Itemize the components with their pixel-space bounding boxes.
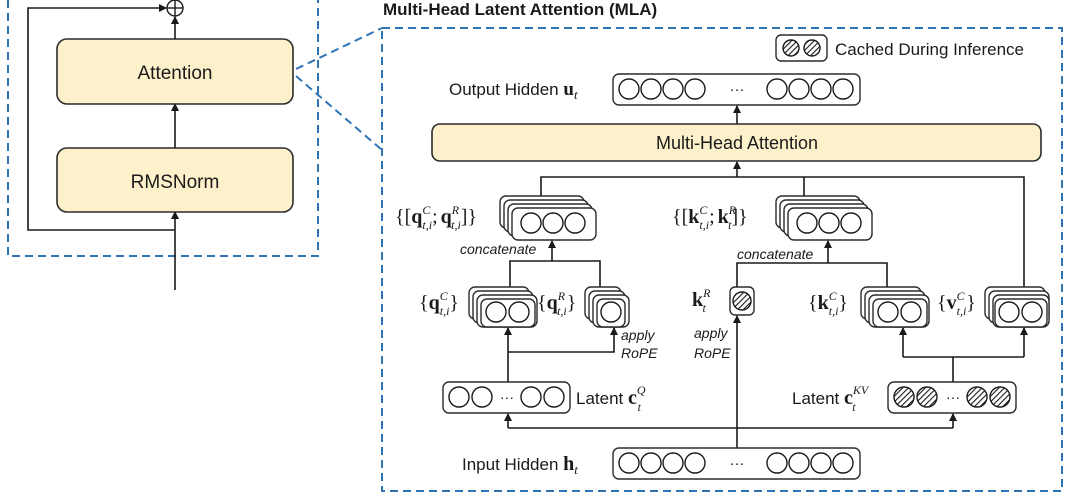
query-wiring: [504, 327, 618, 382]
latent-kv-vector: ···: [887, 381, 1017, 414]
query-compressed-stack: [468, 286, 538, 328]
latent-query-ellipsis: ···: [500, 389, 514, 405]
left-transformer-block: RMSNorm Attention: [7, 0, 319, 290]
rmsnorm-label: RMSNorm: [131, 172, 220, 193]
input-hidden-label: Input Hidden ht: [462, 453, 578, 477]
key-rope-box: [729, 286, 755, 316]
input-ellipsis: ···: [730, 455, 745, 472]
key-rope-text: RoPE: [694, 345, 731, 361]
query-rope-text: RoPE: [621, 345, 658, 361]
key-concat-stack: [775, 195, 873, 241]
concat-join-lines: [509, 240, 888, 290]
key-apply-label: apply: [694, 325, 728, 341]
output-ellipsis: ···: [730, 81, 745, 98]
value-compressed-stack: [984, 286, 1050, 328]
key-concatenate-label: concatenate: [737, 246, 813, 262]
mha-label: Multi-Head Attention: [656, 133, 818, 153]
zoom-connector-bottom: [295, 75, 383, 151]
legend-label: Cached During Inference: [835, 40, 1024, 59]
query-apply-label: apply: [621, 327, 655, 343]
residual-connection: [27, 4, 175, 231]
kv-wiring: [899, 327, 1028, 382]
mla-title: Multi-Head Latent Attention (MLA): [383, 0, 657, 19]
mla-dashed-frame: [381, 27, 1063, 492]
output-hidden-vector: ···: [612, 73, 861, 106]
cached-vector-icon: [803, 39, 821, 57]
residual-add-icon: [166, 0, 184, 17]
query-concat-stack: [499, 195, 597, 241]
zoom-connector-top: [295, 27, 383, 70]
key-compressed-stack: [860, 286, 930, 328]
attention-label: Attention: [138, 63, 213, 84]
query-rope-stack: [584, 286, 630, 328]
cached-vector-icon: [782, 39, 800, 57]
latent-query-vector: ···: [442, 381, 571, 414]
mha-input-lines: [540, 161, 1025, 290]
input-hidden-vector: ···: [612, 447, 861, 480]
output-hidden-label: Output Hidden ut: [449, 79, 578, 102]
cached-legend: Cached During Inference: [775, 34, 1024, 62]
input-wiring: [504, 315, 957, 448]
query-concatenate-label: concatenate: [460, 241, 536, 257]
left-dashed-frame: [7, 0, 319, 257]
latent-kv-ellipsis: ···: [946, 389, 960, 405]
